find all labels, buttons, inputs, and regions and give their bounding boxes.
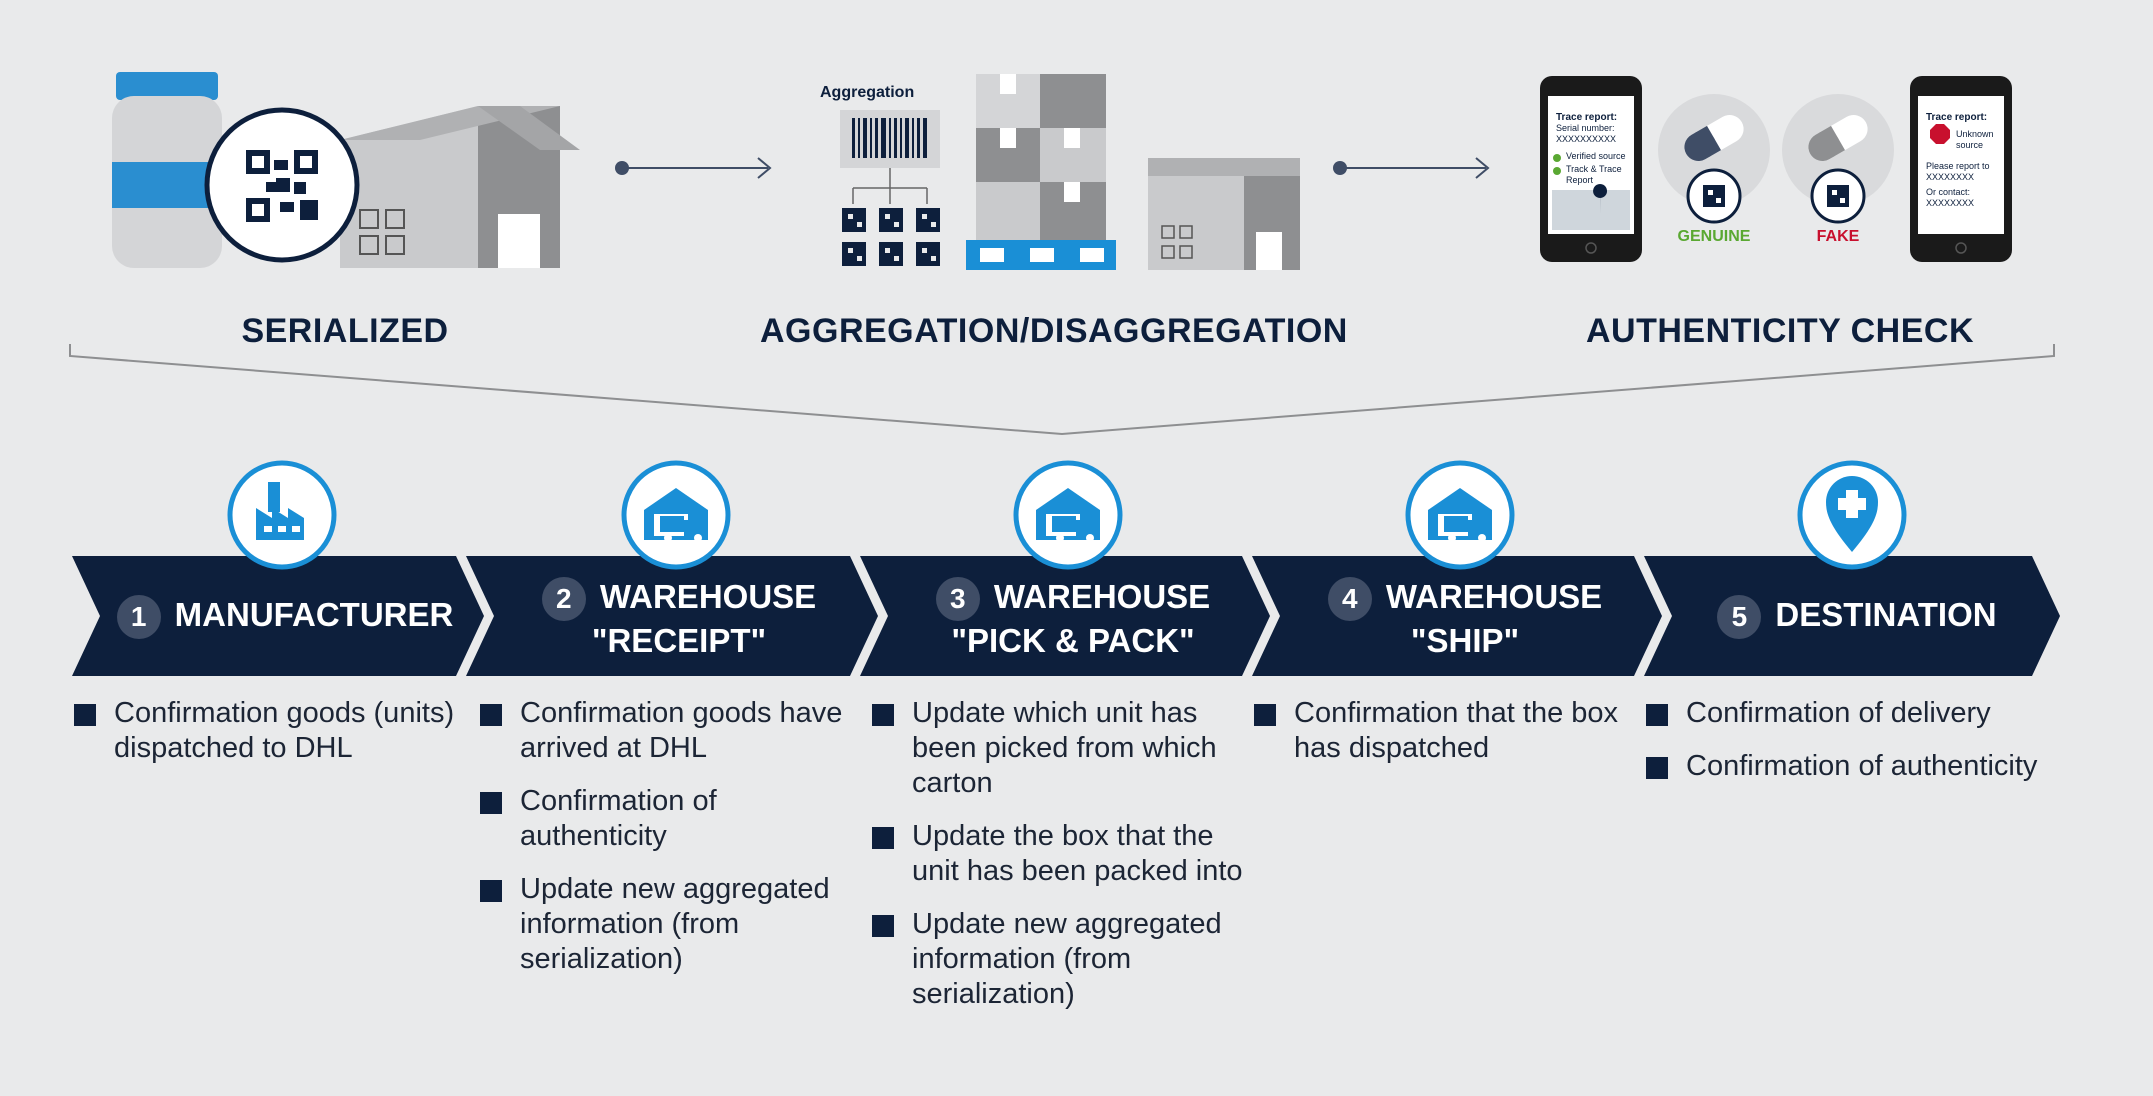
bullet-square-icon — [872, 704, 894, 726]
right-phone-line: XXXXXXXX — [1926, 198, 1975, 208]
location-pin-plus-icon — [1826, 476, 1878, 552]
stage-aggregation: AGGREGATION/DISAGGREGATION — [760, 312, 1348, 350]
right-phone-line: source — [1956, 140, 1984, 150]
aggregation-illustration — [840, 74, 1300, 270]
step-3-title: 3 WAREHOUSE "PICK & PACK" — [888, 577, 1258, 661]
left-phone-line: Report — [1566, 175, 1594, 185]
list-item: Confirmation that the box has dispatched — [1254, 696, 1634, 766]
bullet-text: Confirmation goods have arrived at DHL — [520, 697, 843, 764]
serialized-illustration — [112, 72, 580, 268]
bullet-square-icon — [480, 792, 502, 814]
list-item: Confirmation goods have arrived at DHL — [480, 696, 870, 766]
right-phone-line: Unknown — [1956, 129, 1994, 139]
warehouse-truck-icon — [1036, 488, 1100, 542]
bullet-square-icon — [74, 704, 96, 726]
right-phone-line: XXXXXXXX — [1926, 172, 1975, 182]
step-4-number: 4 — [1327, 577, 1372, 622]
right-phone-screen: Trace report: Unknown source Please repo… — [1926, 112, 1994, 209]
left-phone-line: Verified source — [1566, 151, 1626, 161]
step-5-title: 5 DESTINATION — [1672, 595, 2042, 640]
warehouse-truck-icon — [1428, 488, 1492, 542]
step-5-number: 5 — [1717, 595, 1762, 640]
list-item: Confirmation of authenticity — [1646, 749, 2046, 784]
bullet-square-icon — [872, 915, 894, 937]
bullet-square-icon — [480, 704, 502, 726]
right-phone-line: Please report to — [1926, 161, 1990, 171]
bullet-text: Confirmation goods (units) dispatched to… — [114, 697, 455, 764]
step-2-label-line2: "RECEIPT" — [591, 622, 767, 660]
factory-icon — [256, 482, 304, 540]
warehouse-truck-icon — [644, 488, 708, 542]
bracket — [69, 344, 2055, 436]
stage-serialized: SERIALIZED — [241, 312, 449, 350]
step-2-number: 2 — [541, 577, 586, 622]
bullet-text: Confirmation of delivery — [1686, 697, 1991, 729]
list-item: Update new aggregated information (from … — [480, 872, 870, 977]
bullet-text: Update new aggregated information (from … — [912, 908, 1222, 1010]
list-item: Confirmation goods (units) dispatched to… — [74, 696, 464, 766]
step-3-label-line2: "PICK & PACK" — [951, 622, 1195, 660]
step-2-title: 2 WAREHOUSE "RECEIPT" — [494, 577, 864, 661]
left-phone-line: XXXXXXXXXX — [1556, 134, 1617, 144]
bullet-text: Confirmation of authenticity — [1686, 750, 2038, 782]
left-phone-title: Trace report: — [1556, 112, 1618, 123]
step-3-number: 3 — [935, 577, 980, 622]
arrow-2 — [1333, 157, 1490, 179]
step-1-label: MANUFACTURER — [174, 596, 454, 633]
left-phone-line: Track & Trace — [1566, 164, 1622, 174]
step-4-bullets: Confirmation that the box has dispatched — [1254, 696, 1634, 784]
authenticity-illustration — [1540, 76, 2012, 262]
genuine-label: GENUINE — [1677, 228, 1751, 245]
bullet-square-icon — [1254, 704, 1276, 726]
step-3-bullets: Update which unit has been picked from w… — [872, 696, 1256, 1030]
step-4-title: 4 WAREHOUSE "SHIP" — [1280, 577, 1650, 661]
right-phone-title: Trace report: — [1926, 112, 1988, 123]
fake-label: FAKE — [1816, 228, 1860, 245]
step-1-title: 1 MANUFACTURER — [100, 595, 470, 640]
list-item: Update which unit has been picked from w… — [872, 696, 1256, 801]
step-3-label-line1: WAREHOUSE — [993, 578, 1211, 615]
step-4-label-line2: "SHIP" — [1410, 622, 1520, 660]
step-1-number: 1 — [116, 595, 161, 640]
bullet-text: Update which unit has been picked from w… — [912, 697, 1217, 799]
arrow-1 — [615, 157, 772, 179]
left-phone-line: Serial number: — [1556, 123, 1615, 133]
bullet-text: Update the box that the unit has been pa… — [912, 820, 1243, 887]
step-5-label: DESTINATION — [1775, 596, 1997, 633]
list-item: Update the box that the unit has been pa… — [872, 819, 1256, 889]
stage-authenticity: AUTHENTICITY CHECK — [1585, 312, 1975, 350]
bullet-square-icon — [1646, 704, 1668, 726]
left-phone-screen: Trace report: Serial number: XXXXXXXXXX … — [1556, 112, 1626, 186]
step-5-bullets: Confirmation of delivery Confirmation of… — [1646, 696, 2046, 802]
bullet-text: Update new aggregated information (from … — [520, 873, 830, 975]
bullet-text: Confirmation that the box has dispatched — [1294, 697, 1619, 764]
bullet-text: Confirmation of authenticity — [520, 785, 717, 852]
list-item: Update new aggregated information (from … — [872, 907, 1256, 1012]
step-2-bullets: Confirmation goods have arrived at DHL C… — [480, 696, 870, 995]
bullet-square-icon — [1646, 757, 1668, 779]
step-4-label-line1: WAREHOUSE — [1385, 578, 1603, 615]
list-item: Confirmation of delivery — [1646, 696, 2046, 731]
aggregation-tag: Aggregation — [820, 84, 915, 101]
bullet-square-icon — [872, 827, 894, 849]
bullet-square-icon — [480, 880, 502, 902]
right-phone-line: Or contact: — [1926, 187, 1971, 197]
step-1-bullets: Confirmation goods (units) dispatched to… — [74, 696, 464, 784]
list-item: Confirmation of authenticity — [480, 784, 870, 854]
step-2-label-line1: WAREHOUSE — [599, 578, 817, 615]
